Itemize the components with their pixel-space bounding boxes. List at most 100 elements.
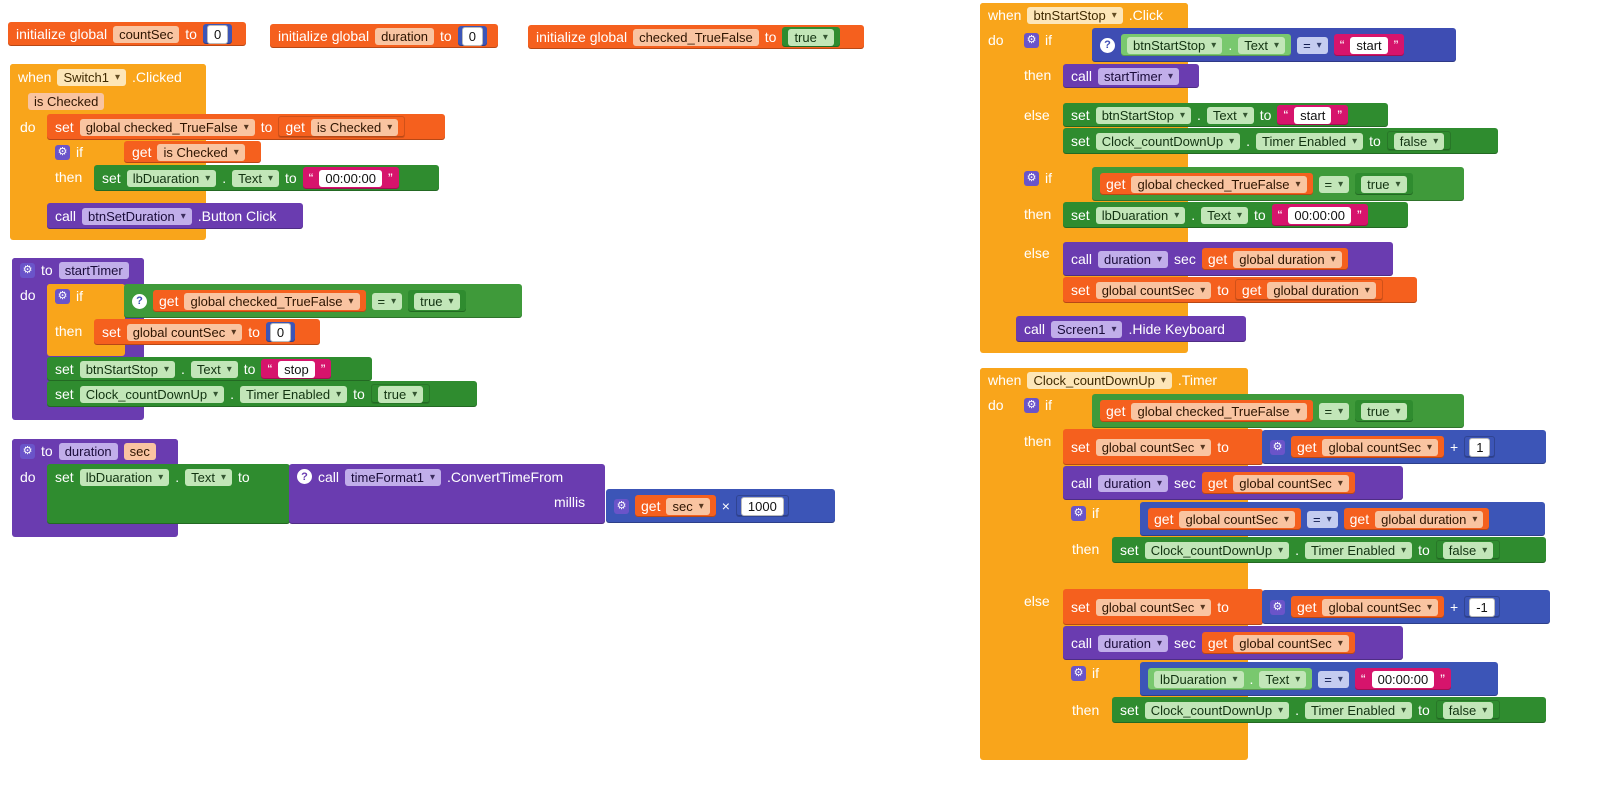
procedure-dropdown[interactable]: duration — [1098, 474, 1169, 492]
number-block[interactable]: 0 — [457, 26, 487, 46]
text-block[interactable]: “ stop ” — [261, 359, 332, 379]
gear-icon[interactable]: ⚙ — [1071, 665, 1086, 681]
get-block[interactable]: get global countSec — [1291, 436, 1445, 458]
set-global-countSec[interactable]: set global countSec to — [1063, 429, 1263, 465]
variable-dropdown[interactable]: global checked_TrueFalse — [184, 292, 360, 310]
event-param[interactable]: is Checked — [28, 93, 105, 110]
gear-icon[interactable]: ⚙ — [1024, 32, 1039, 48]
property-dropdown[interactable]: Timer Enabled — [1305, 541, 1413, 559]
component-dropdown[interactable]: lbDuaration — [1154, 670, 1244, 688]
component-dropdown[interactable]: Screen1 — [1051, 320, 1123, 338]
property-dropdown[interactable]: Text — [1259, 670, 1307, 688]
set-global-countSec[interactable]: set global countSec to 0 — [94, 319, 320, 345]
variable-dropdown[interactable]: is Checked — [310, 118, 399, 136]
property-dropdown[interactable]: Text — [1238, 36, 1286, 54]
text-field[interactable]: start — [1350, 36, 1388, 54]
init-global-checked[interactable]: initialize global checked_TrueFalse to t… — [528, 25, 864, 49]
variable-dropdown[interactable]: global checked_TrueFalse — [79, 118, 255, 136]
variable-dropdown[interactable]: global countSec — [126, 323, 243, 341]
set-timer-enabled[interactable]: set Clock_countDownUp . Timer Enabled to… — [1112, 697, 1546, 723]
get-block[interactable]: get global countSec — [1201, 632, 1355, 654]
boolean-block[interactable]: true — [782, 27, 840, 47]
call-startTimer[interactable]: call startTimer — [1063, 64, 1199, 88]
get-block[interactable]: get global countSec — [1148, 508, 1302, 530]
procedure-name-field[interactable]: startTimer — [58, 261, 129, 279]
number-block[interactable]: 0 — [202, 24, 233, 44]
init-global-countSec[interactable]: initialize global countSec to 0 — [8, 22, 246, 46]
call-duration[interactable]: call duration sec get global countSec — [1063, 626, 1403, 660]
component-dropdown[interactable]: btnStartStop — [1027, 6, 1123, 24]
component-getter[interactable]: lbDuaration . Text — [1148, 668, 1313, 690]
operator-dropdown[interactable]: = — [1318, 670, 1349, 688]
variable-dropdown[interactable]: global countSec — [1322, 438, 1439, 456]
operator-dropdown[interactable]: = — [371, 292, 403, 310]
property-dropdown[interactable]: Text — [232, 169, 279, 187]
boolean-dropdown[interactable]: false — [1393, 132, 1445, 150]
variable-dropdown[interactable]: global checked_TrueFalse — [1131, 402, 1307, 420]
gear-icon[interactable]: ⚙ — [1024, 397, 1039, 413]
procedure-dropdown[interactable]: duration — [1098, 250, 1169, 268]
component-dropdown[interactable]: lbDuaration — [79, 469, 170, 486]
get-block[interactable]: get sec — [635, 495, 716, 517]
component-dropdown[interactable]: Clock_countDownUp — [79, 385, 225, 403]
set-timer-enabled[interactable]: set Clock_countDownUp . Timer Enabled to… — [47, 381, 477, 407]
operator-dropdown[interactable]: = — [1318, 175, 1350, 193]
number-field[interactable]: -1 — [1469, 597, 1495, 617]
boolean-dropdown[interactable]: true — [414, 292, 460, 310]
number-field[interactable]: 1 — [1469, 437, 1491, 457]
gear-icon[interactable]: ⚙ — [614, 498, 629, 514]
help-icon[interactable]: ? — [1100, 37, 1115, 53]
gear-icon[interactable]: ⚙ — [55, 144, 70, 160]
boolean-dropdown[interactable]: true — [1361, 175, 1407, 193]
number-field[interactable]: 0 — [206, 24, 229, 44]
component-getter[interactable]: btnStartStop . Text — [1121, 34, 1292, 56]
component-dropdown[interactable]: lbDuaration — [1095, 206, 1186, 224]
call-btn-set-duration[interactable]: call btnSetDuration .Button Click — [47, 203, 303, 229]
variable-dropdown[interactable]: global countSec — [1233, 634, 1349, 652]
text-block[interactable]: “ start ” — [1277, 105, 1349, 125]
init-global-duration[interactable]: initialize global duration to 0 — [270, 24, 498, 48]
variable-dropdown[interactable]: global countSec — [1322, 598, 1439, 616]
variable-dropdown[interactable]: is Checked — [157, 143, 245, 161]
text-field[interactable]: start — [1294, 106, 1332, 124]
set-label-text[interactable]: set lbDuaration . Text to — [47, 464, 290, 524]
compare-block[interactable]: get global countSec = get global duratio… — [1140, 502, 1545, 536]
compare-block[interactable]: lbDuaration . Text = “ 00:00:00 ” — [1140, 662, 1498, 696]
get-block[interactable]: get global checked_TrueFalse — [153, 290, 366, 312]
gear-icon[interactable]: ⚙ — [20, 262, 35, 278]
property-dropdown[interactable]: Timer Enabled — [1305, 701, 1413, 719]
component-dropdown[interactable]: btnStartStop — [79, 360, 175, 378]
global-name-field[interactable]: checked_TrueFalse — [633, 28, 759, 46]
boolean-block[interactable]: true — [370, 384, 431, 404]
boolean-block[interactable]: false — [1386, 131, 1452, 151]
call-duration[interactable]: call duration sec get global countSec — [1063, 466, 1403, 500]
set-button-text[interactable]: set btnStartStop . Text to “ start ” — [1063, 103, 1388, 127]
component-dropdown[interactable]: lbDuaration — [126, 169, 217, 187]
multiply-block[interactable]: ⚙ get sec × 1000 — [606, 489, 835, 523]
get-block[interactable]: get global countSec — [1201, 472, 1355, 494]
text-block[interactable]: “ 00:00:00 ” — [302, 167, 399, 189]
component-dropdown[interactable]: Clock_countDownUp — [1027, 371, 1172, 389]
property-dropdown[interactable]: Text — [185, 469, 232, 486]
call-duration[interactable]: call duration sec get global duration — [1063, 242, 1393, 276]
set-global-countSec[interactable]: set global countSec to — [1063, 589, 1263, 625]
variable-dropdown[interactable]: global countSec — [1179, 510, 1296, 528]
text-block[interactable]: “ 00:00:00 ” — [1271, 204, 1368, 226]
property-dropdown[interactable]: Timer Enabled — [1256, 132, 1364, 150]
number-field[interactable]: 0 — [461, 26, 483, 46]
boolean-dropdown[interactable]: true — [788, 28, 834, 46]
component-dropdown[interactable]: timeFormat1 — [345, 469, 442, 486]
number-block[interactable]: 1 — [1464, 436, 1496, 458]
gear-icon[interactable]: ⚙ — [20, 443, 35, 459]
compare-block[interactable]: get global checked_TrueFalse = true — [1092, 167, 1464, 201]
component-dropdown[interactable]: btnSetDuration — [82, 207, 192, 225]
text-field[interactable]: 00:00:00 — [319, 169, 382, 187]
gear-icon[interactable]: ⚙ — [1270, 439, 1285, 455]
get-block[interactable]: get is Checked — [278, 116, 406, 138]
add-block[interactable]: ⚙ get global countSec + -1 — [1262, 590, 1550, 624]
operator-dropdown[interactable]: = — [1307, 510, 1338, 528]
get-block[interactable]: get global checked_TrueFalse — [1100, 400, 1313, 422]
help-icon[interactable]: ? — [132, 293, 147, 309]
boolean-dropdown[interactable]: false — [1442, 701, 1494, 719]
call-convert-time[interactable]: ? call timeFormat1 .ConvertTimeFrom — [289, 464, 605, 524]
